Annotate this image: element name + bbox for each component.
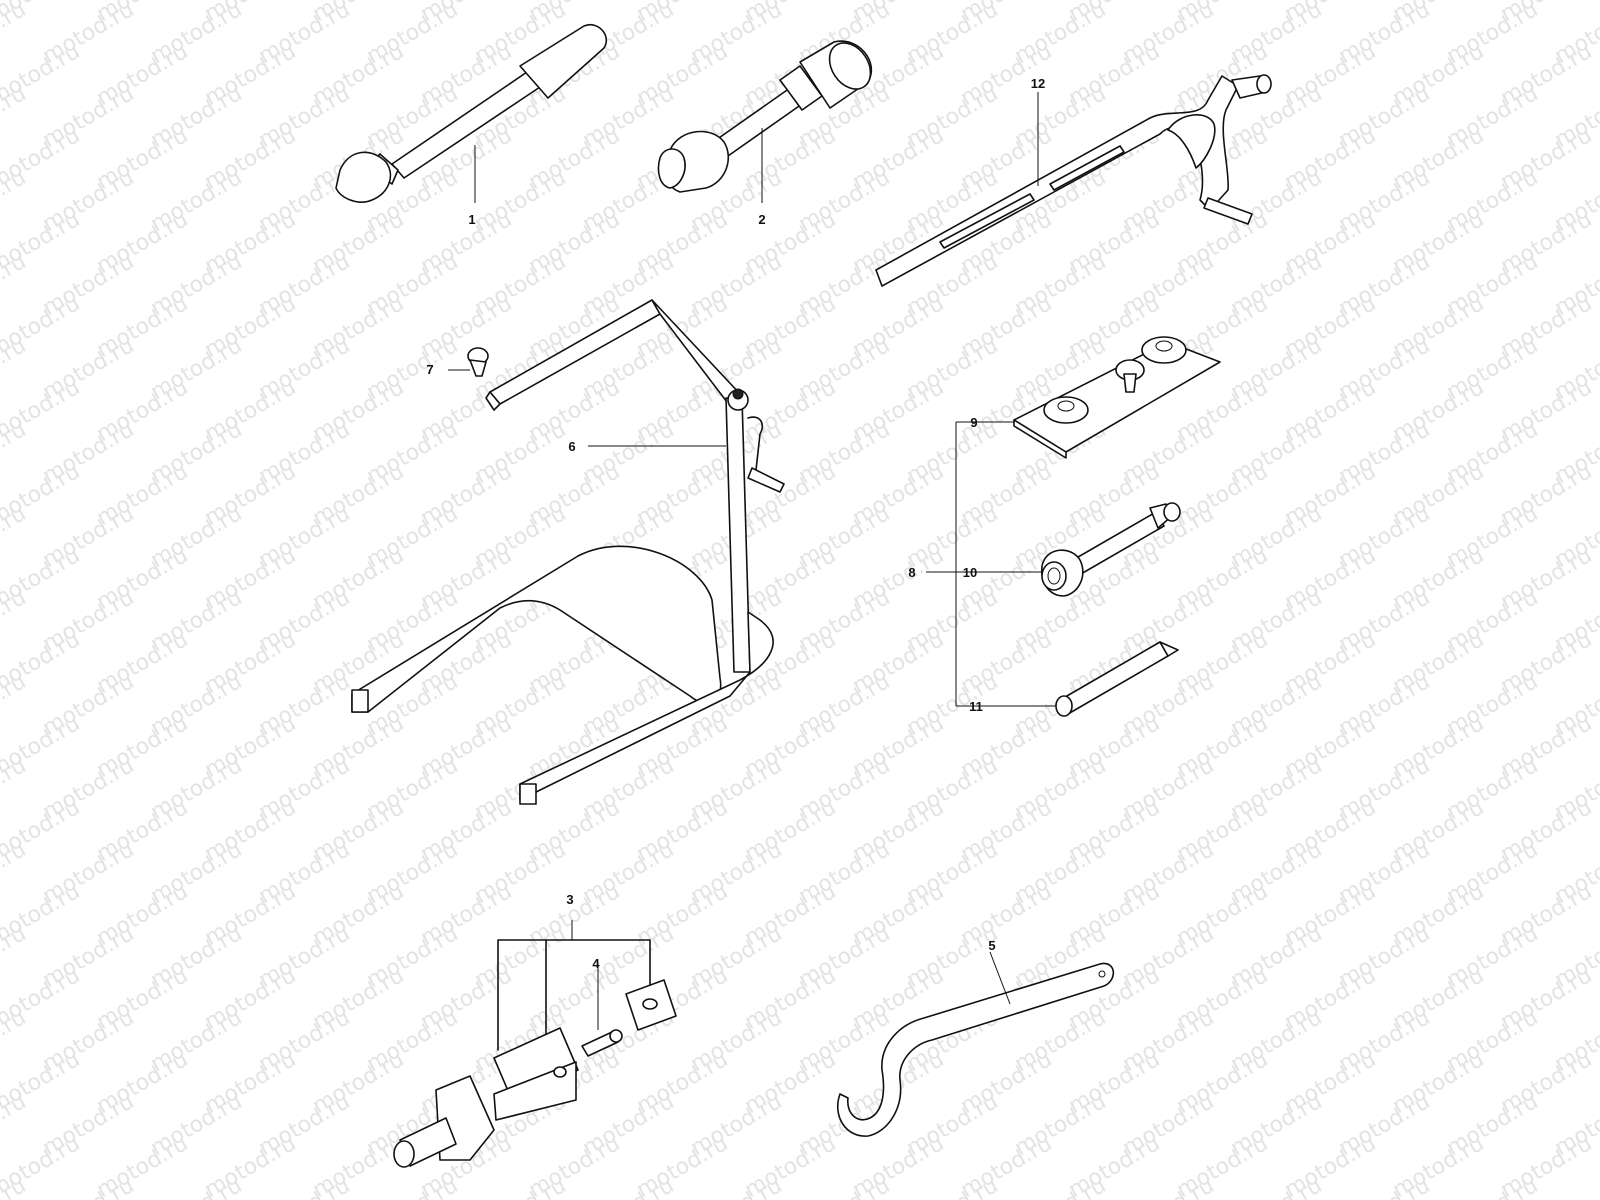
callout-4: 4: [592, 956, 600, 971]
callout-6: 6: [568, 439, 575, 454]
watermark-text: motod.ru: [1551, 1173, 1600, 1200]
group-8-bracket: [944, 421, 1056, 707]
watermark-text: motod.ru: [579, 1173, 679, 1200]
part-9-plate: [1013, 336, 1221, 459]
part-1-drift-tool: [335, 23, 608, 203]
part-6-work-stand: [351, 299, 785, 805]
part-4-pin: [581, 962, 623, 1057]
callout-8: 8: [908, 565, 915, 580]
watermark-text: motod.ru: [471, 1173, 571, 1200]
watermark-text: motod.ru: [1227, 1173, 1327, 1200]
watermark-text: motod.ru: [1443, 1173, 1543, 1200]
part-11-guide-pin: [1055, 641, 1179, 717]
callout-9: 9: [970, 415, 977, 430]
watermark-text: motod.ru: [1335, 1173, 1435, 1200]
watermark-text: motod.ru: [1011, 1173, 1111, 1200]
part-3-fixture-set: [393, 920, 677, 1168]
part-10-puller: [1040, 502, 1181, 597]
watermark-text: motod.ru: [795, 1173, 895, 1200]
watermark-text: motod.ru: [1119, 1173, 1219, 1200]
watermark-text: motod.ru: [687, 1173, 787, 1200]
watermark-text: motod.ru: [363, 1173, 463, 1200]
callout-3: 3: [566, 892, 573, 907]
callout-11: 11: [969, 699, 983, 714]
watermark-text: motod.ru: [39, 1173, 139, 1200]
part-2-installer-tool: [657, 40, 873, 203]
callout-10: 10: [963, 565, 977, 580]
part-12-engine-holder: [875, 74, 1272, 287]
watermark-text: motod.ru: [903, 1173, 1003, 1200]
callout-12: 12: [1031, 76, 1045, 91]
callout-1: 1: [468, 212, 475, 227]
watermark-text: motod.ru: [147, 1173, 247, 1200]
callout-2: 2: [758, 212, 765, 227]
watermark-text: motod.ru: [255, 1173, 355, 1200]
part-7-knob: [448, 347, 489, 377]
callout-5: 5: [988, 938, 995, 953]
callout-labels: 1 2 12 7 6 9 8 10 11 3 4 5: [426, 76, 1045, 971]
part-5-hook-wrench: [836, 951, 1115, 1137]
callout-7: 7: [426, 362, 433, 377]
